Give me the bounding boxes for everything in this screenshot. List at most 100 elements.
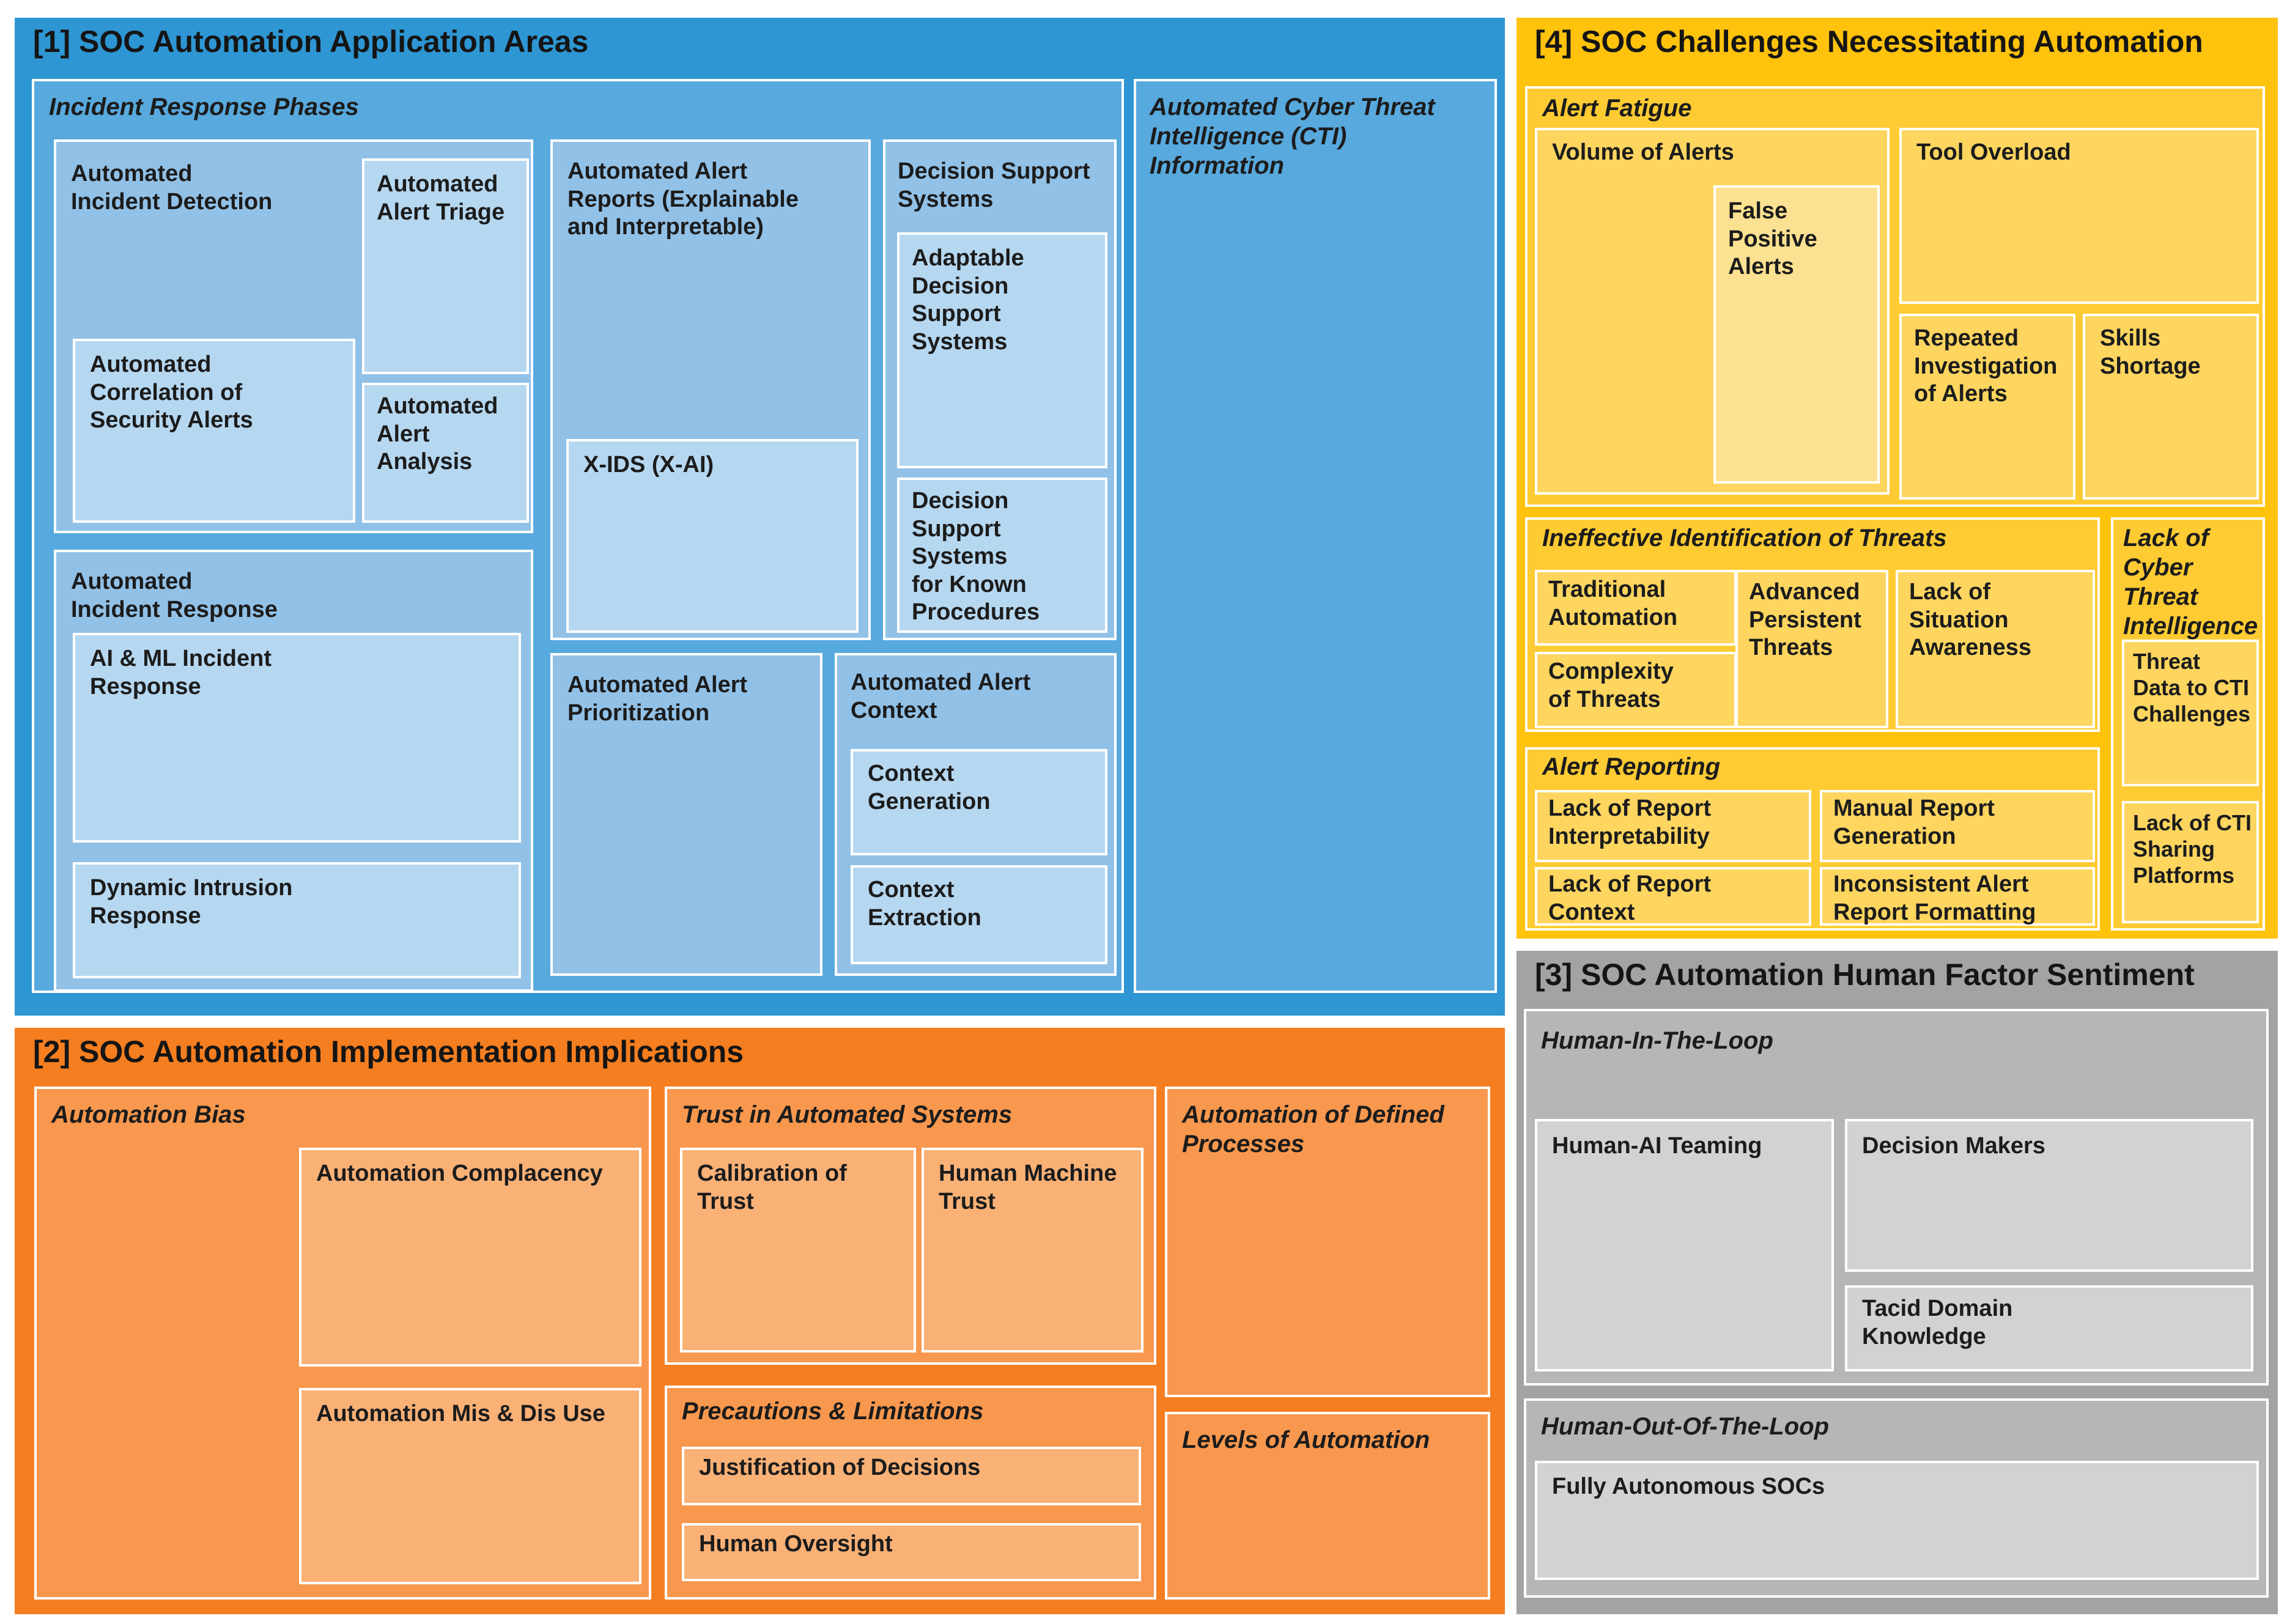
box-inconsistent-alert-report-formatting: Inconsistent Alert Report Formatting (1820, 867, 2095, 926)
label-alert-reporting: Alert Reporting (1542, 753, 1721, 780)
box-human-machine-trust: Human Machine Trust (922, 1148, 1144, 1353)
box-automation-complacency: Automation Complacency (299, 1148, 641, 1367)
box-lack-of-situation-awareness: Lack of Situation Awareness (1896, 570, 2095, 728)
box-alert-reporting: Alert Reporting Lack of Report Interpret… (1525, 747, 2100, 931)
box-skills-shortage: Skills Shortage (2083, 314, 2259, 500)
label-automated-alert-reports: Automated Alert Reports (Explainable and… (567, 158, 799, 240)
label-advanced-persistent-threats: Advanced Persistent Threats (1749, 579, 1861, 661)
box-automated-alert-triage: Automated Alert Triage (362, 158, 529, 374)
box-decision-makers: Decision Makers (1845, 1119, 2253, 1272)
label-incident-response-phases: Incident Response Phases (49, 94, 359, 120)
box-lack-of-report-interpretability: Lack of Report Interpretability (1535, 790, 1811, 862)
box-alert-fatigue: Alert Fatigue Volume of Alerts False Pos… (1525, 86, 2265, 507)
label-ai-ml-incident-response: AI & ML Incident Response (90, 646, 272, 699)
box-volume-of-alerts: Volume of Alerts False Positive Alerts (1535, 128, 1890, 495)
label-automated-alert-prioritization: Automated Alert Prioritization (567, 672, 748, 726)
box-automated-incident-response: Automated Incident Response AI & ML Inci… (54, 550, 533, 992)
box-justification-of-decisions: Justification of Decisions (682, 1447, 1141, 1505)
label-complexity-of-threats: Complexity of Threats (1548, 659, 1674, 712)
box-lack-of-cti-sharing-platforms: Lack of CTI Sharing Platforms (2122, 801, 2259, 923)
label-justification-of-decisions: Justification of Decisions (699, 1455, 981, 1480)
box-automated-alert-context: Automated Alert Context Context Generati… (835, 653, 1117, 976)
box-levels-of-automation: Levels of Automation (1165, 1412, 1490, 1600)
box-fully-autonomous-socs: Fully Autonomous SOCs (1535, 1461, 2259, 1580)
label-lack-of-report-context: Lack of Report Context (1548, 871, 1712, 925)
label-lack-of-cti-sharing-platforms: Lack of CTI Sharing Platforms (2133, 810, 2252, 888)
label-lack-of-report-interpretability: Lack of Report Interpretability (1548, 795, 1712, 849)
label-automation-bias: Automation Bias (51, 1101, 246, 1128)
label-decision-support-systems-known-procedures: Decision Support Systems for Known Proce… (912, 488, 1040, 626)
label-lack-of-cyber-threat-intelligence: Lack of Cyber Threat Intelligence (2123, 525, 2258, 640)
label-human-ai-teaming: Human-AI Teaming (1552, 1133, 1762, 1159)
label-human-oversight: Human Oversight (699, 1531, 893, 1557)
label-context-extraction: Context Extraction (868, 877, 981, 931)
quadrant-soc-automation-human-factor-sentiment: [3] SOC Automation Human Factor Sentimen… (1517, 951, 2278, 1614)
box-manual-report-generation: Manual Report Generation (1820, 790, 2095, 862)
label-calibration-of-trust: Calibration of Trust (697, 1161, 847, 1214)
label-automation-mis-and-dis-use: Automation Mis & Dis Use (316, 1401, 605, 1427)
label-alert-fatigue: Alert Fatigue (1542, 95, 1692, 122)
box-human-in-the-loop: Human-In-The-Loop Human-AI Teaming Decis… (1524, 1009, 2269, 1386)
box-x-ids-x-ai: X-IDS (X-AI) (566, 439, 859, 633)
label-dynamic-intrusion-response: Dynamic Intrusion Response (90, 875, 293, 929)
box-ineffective-identification-of-threats: Ineffective Identification of Threats Tr… (1525, 517, 2100, 732)
box-threat-data-to-cti-challenges: Threat Data to CTI Challenges (2122, 640, 2259, 786)
box-tacid-domain-knowledge: Tacid Domain Knowledge (1845, 1285, 2253, 1371)
label-lack-of-situation-awareness: Lack of Situation Awareness (1909, 579, 2031, 661)
label-automated-alert-context: Automated Alert Context (851, 670, 1031, 723)
label-ineffective-identification-of-threats: Ineffective Identification of Threats (1542, 525, 1947, 552)
label-automated-alert-triage: Automated Alert Triage (377, 171, 505, 225)
box-advanced-persistent-threats: Advanced Persistent Threats (1735, 570, 1888, 728)
label-human-machine-trust: Human Machine Trust (939, 1161, 1117, 1214)
label-skills-shortage: Skills Shortage (2100, 325, 2201, 379)
box-traditional-automation: Traditional Automation (1535, 570, 1737, 646)
box-lack-of-cyber-threat-intelligence: Lack of Cyber Threat Intelligence Threat… (2111, 517, 2265, 931)
box-lack-of-report-context: Lack of Report Context (1535, 867, 1811, 926)
box-context-extraction: Context Extraction (851, 865, 1107, 964)
label-tacid-domain-knowledge: Tacid Domain Knowledge (1862, 1296, 2013, 1349)
label-traditional-automation: Traditional Automation (1548, 577, 1678, 630)
box-automated-alert-prioritization: Automated Alert Prioritization (550, 653, 822, 976)
label-manual-report-generation: Manual Report Generation (1833, 795, 1995, 849)
label-human-out-of-the-loop: Human-Out-Of-The-Loop (1541, 1413, 1829, 1440)
box-calibration-of-trust: Calibration of Trust (680, 1148, 916, 1353)
box-incident-response-phases: Incident Response Phases Automated Incid… (32, 79, 1124, 993)
box-human-out-of-the-loop: Human-Out-Of-The-Loop Fully Autonomous S… (1524, 1398, 2269, 1598)
box-decision-support-systems-known-procedures: Decision Support Systems for Known Proce… (897, 478, 1107, 633)
label-trust-in-automated-systems: Trust in Automated Systems (682, 1101, 1013, 1128)
quadrant-3-title: [3] SOC Automation Human Factor Sentimen… (1535, 958, 2195, 992)
quadrant-soc-challenges-necessitating-automation: [4] SOC Challenges Necessitating Automat… (1517, 18, 2278, 939)
box-automated-incident-detection: Automated Incident Detection Automated A… (54, 139, 533, 533)
label-false-positive-alerts: False Positive Alerts (1728, 198, 1817, 280)
box-decision-support-systems: Decision Support Systems Adaptable Decis… (883, 139, 1117, 640)
box-complexity-of-threats: Complexity of Threats (1535, 652, 1737, 728)
quadrant-4-title: [4] SOC Challenges Necessitating Automat… (1535, 24, 2203, 59)
box-dynamic-intrusion-response: Dynamic Intrusion Response (73, 862, 521, 978)
label-automated-alert-analysis: Automated Alert Analysis (377, 393, 498, 475)
box-tool-overload: Tool Overload (1899, 128, 2259, 304)
box-automated-alert-reports: Automated Alert Reports (Explainable and… (550, 139, 871, 640)
quadrant-soc-automation-application-areas: [1] SOC Automation Application Areas Inc… (15, 18, 1505, 1016)
quadrant-2-title: [2] SOC Automation Implementation Implic… (33, 1035, 744, 1069)
box-automation-of-defined-processes: Automation of Defined Processes (1165, 1087, 1490, 1397)
box-automated-cti-information: Automated Cyber Threat Intelligence (CTI… (1134, 79, 1497, 993)
label-automation-complacency: Automation Complacency (316, 1161, 603, 1186)
box-false-positive-alerts: False Positive Alerts (1713, 185, 1880, 484)
label-context-generation: Context Generation (868, 761, 991, 814)
label-decision-support-systems: Decision Support Systems (898, 158, 1090, 212)
label-threat-data-to-cti-challenges: Threat Data to CTI Challenges (2133, 649, 2251, 727)
label-tool-overload: Tool Overload (1916, 139, 2071, 165)
box-context-generation: Context Generation (851, 749, 1107, 855)
label-adaptable-decision-support-systems: Adaptable Decision Support Systems (912, 245, 1024, 355)
box-trust-in-automated-systems: Trust in Automated Systems Calibration o… (665, 1087, 1156, 1365)
quadrant-1-title: [1] SOC Automation Application Areas (33, 24, 589, 59)
label-automated-cti-information: Automated Cyber Threat Intelligence (CTI… (1150, 94, 1435, 179)
box-automated-correlation-of-security-alerts: Automated Correlation of Security Alerts (73, 339, 355, 523)
box-adaptable-decision-support-systems: Adaptable Decision Support Systems (897, 232, 1107, 468)
label-automation-of-defined-processes: Automation of Defined Processes (1182, 1101, 1444, 1157)
label-fully-autonomous-socs: Fully Autonomous SOCs (1552, 1474, 1825, 1499)
label-repeated-investigation-of-alerts: Repeated Investigation of Alerts (1914, 325, 2058, 407)
quadrant-soc-automation-implementation-implications: [2] SOC Automation Implementation Implic… (15, 1028, 1505, 1614)
label-precautions-and-limitations: Precautions & Limitations (682, 1398, 984, 1425)
